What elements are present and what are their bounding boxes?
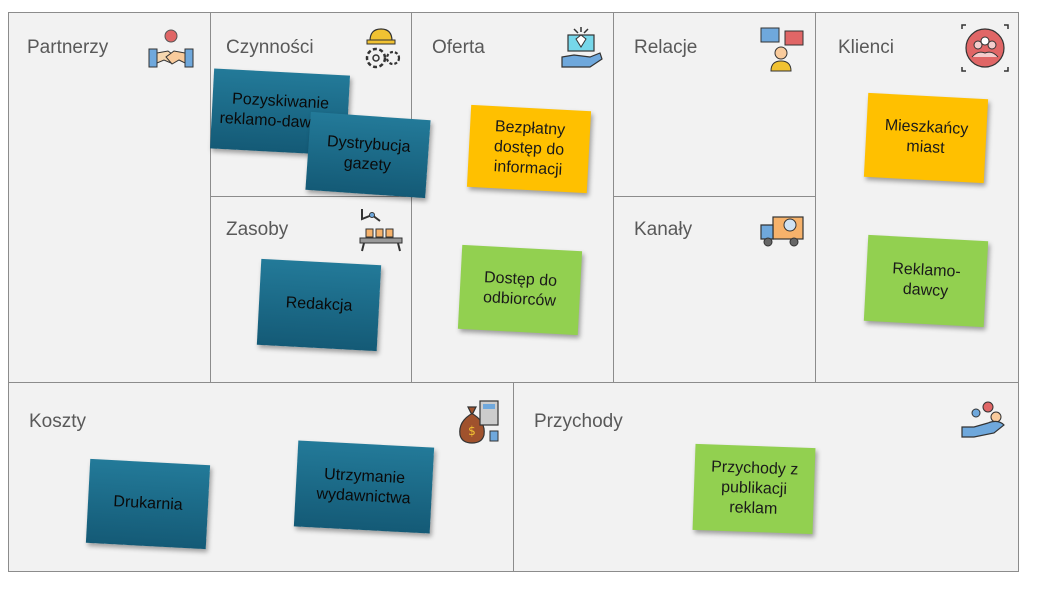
section-title-koszty: Koszty [29,411,87,432]
handshake-icon [148,29,194,68]
section-title-przychody: Przychody [534,411,623,432]
section-title-partnerzy: Partnerzy [27,37,109,58]
chat-people-icon [760,27,804,72]
note-redakcja[interactable]: Redakcja [256,258,382,352]
worker-gear-icon [365,28,401,69]
note-dostep-do-odbiorcow[interactable]: Dostęp do odbiorców [457,244,583,336]
customer-target-icon [961,24,1009,72]
hand-coins-icon [961,401,1005,438]
section-oferta: Oferta [411,12,615,384]
section-title-kanaly: Kanały [634,219,693,240]
note-utrzymanie-wydawnictwa[interactable]: Utrzymanie wydawnictwa [293,440,435,534]
money-bag-calculator-icon: $ [459,400,499,444]
section-title-klienci: Klienci [838,37,894,58]
section-kanaly: Kanały [613,196,817,384]
note-mieszkancy-miast[interactable]: Mieszkańcy miast [863,92,989,184]
conveyor-robot-icon [359,209,403,252]
section-koszty: Koszty $ [8,382,515,572]
note-bezplatny-dostep[interactable]: Bezpłatny dostęp do informacji [466,104,592,194]
svg-text:$: $ [468,424,476,438]
section-relacje: Relacje [613,12,817,198]
section-title-oferta: Oferta [432,37,485,58]
note-przychody-z-publikacji[interactable]: Przychody z publikacji reklam [692,443,816,535]
section-klienci: Klienci [815,12,1019,384]
note-drukarnia[interactable]: Drukarnia [85,458,211,550]
note-dystrybucja-gazety[interactable]: Dystrybucja gazety [305,111,431,199]
section-title-relacje: Relacje [634,37,698,58]
gift-hand-icon [561,27,603,68]
section-title-zasoby: Zasoby [226,219,289,240]
section-partnerzy: Partnerzy [8,12,212,384]
section-title-czynnosci: Czynności [226,37,314,58]
delivery-truck-icon [760,216,804,247]
note-reklamodawcy[interactable]: Reklamo-dawcy [863,234,989,328]
